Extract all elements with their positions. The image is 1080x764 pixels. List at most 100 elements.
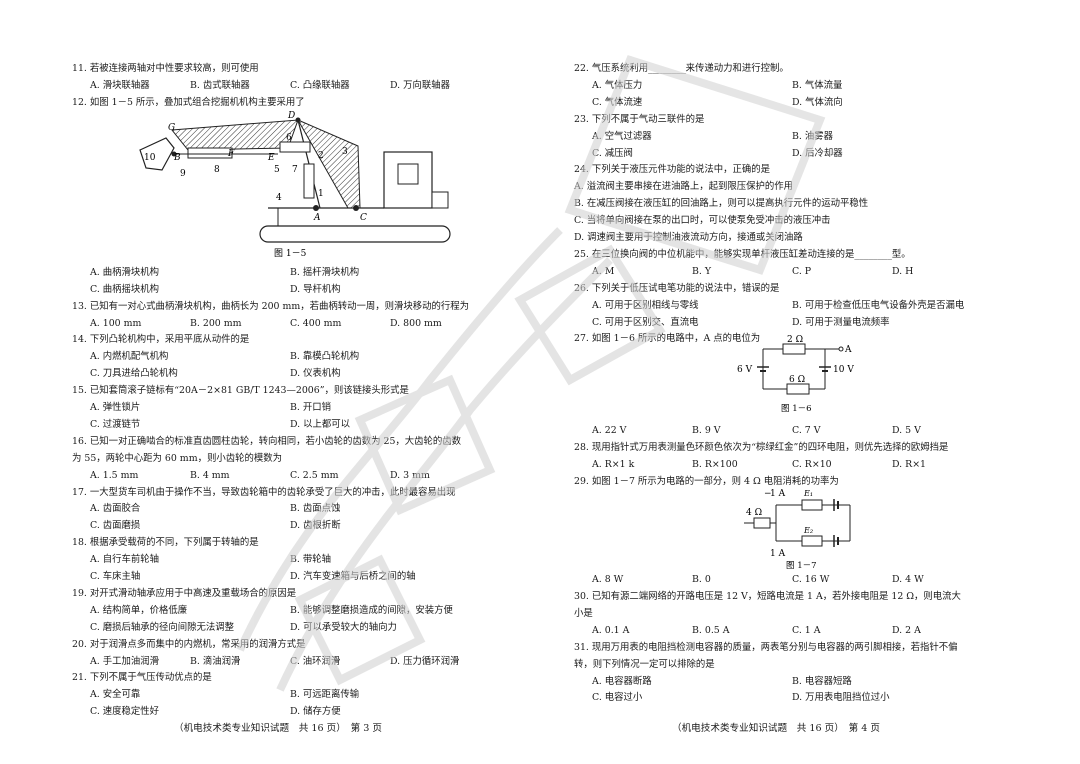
right-option-5-0: C. 减压阀 — [592, 147, 633, 159]
svg-text:8: 8 — [214, 165, 220, 175]
left-option-3-1: B. 摇杆滑块机构 — [290, 266, 360, 278]
right-option-15-0: C. 可用于区别交、直流电 — [592, 316, 699, 328]
right-option-1-1: B. 气体流量 — [792, 79, 843, 91]
left-option-18-0: C. 齿面磨损 — [90, 520, 141, 532]
svg-text:1 A: 1 A — [770, 489, 786, 499]
right-line-18: 28. 现用指针式万用表测量色环颜色依次为“棕绿红金”的四环电阻，则优先选择的欧… — [574, 442, 949, 454]
svg-text:9: 9 — [180, 169, 186, 179]
left-line-16: 17. 一大型货车司机由于操作不当，导致齿轮箱中的齿轮承受了巨大的冲击，此时最容… — [72, 486, 456, 498]
left-option-28-1: B. 可远距离传输 — [290, 689, 360, 701]
right-option-2-0: C. 气体流速 — [592, 96, 643, 108]
svg-text:A: A — [844, 345, 852, 355]
right-option-21-1: B. 0 — [692, 574, 711, 586]
svg-text:6: 6 — [286, 133, 292, 143]
svg-text:5: 5 — [274, 165, 280, 175]
right-option-21-3: D. 4 W — [892, 574, 924, 586]
right-option-19-0: A. R×1 k — [592, 459, 635, 471]
right-option-28-1: D. 万用表电阻挡位过小 — [792, 692, 890, 704]
right-line-11: 25. 在三位换向阀的中位机能中，能够实现单杆液压缸差动连接的是________… — [574, 248, 911, 260]
left-option-6-1: B. 200 mm — [190, 317, 242, 329]
left-line-7: 14. 下列凸轮机构中，采用平底从动件的是 — [72, 334, 250, 346]
figure-1-7-circuit: − 1 A 1 A 4 Ω E₁ E₂ 图 1－7 — [740, 485, 870, 571]
left-option-8-1: B. 靠模凸轮机构 — [290, 351, 360, 363]
left-option-3-0: A. 曲柄滑块机构 — [90, 266, 159, 278]
figure-1-6-circuit: 2 Ω 6 Ω 6 V 10 V A 图 1－6 — [735, 333, 865, 414]
svg-text:6 Ω: 6 Ω — [789, 375, 805, 385]
left-option-24-0: C. 磨损后轴承的径向间隙无法调整 — [90, 621, 235, 633]
left-line-2: 12. 如图 1－5 所示，叠加式组合挖掘机机构主要采用了 — [72, 96, 305, 108]
svg-text:G: G — [168, 123, 175, 133]
right-option-14-0: A. 可用于区别相线与零线 — [592, 299, 699, 311]
left-option-4-0: C. 曲柄摇块机构 — [90, 283, 160, 295]
left-option-6-2: C. 400 mm — [290, 317, 342, 329]
right-option-24-0: A. 0.1 A — [592, 624, 630, 636]
svg-text:2: 2 — [318, 151, 324, 161]
right-line-9: C. 当将单向阀接在泵的出口时，可以使泵免受冲击的液压冲击 — [574, 215, 831, 227]
left-option-15-3: D. 3 mm — [390, 469, 430, 481]
right-option-12-3: D. H — [892, 265, 914, 277]
svg-text:C: C — [360, 213, 367, 223]
right-option-19-2: C. R×10 — [792, 459, 832, 471]
svg-text:−: − — [764, 489, 772, 499]
right-option-24-2: C. 1 A — [792, 624, 821, 636]
figure-1-5-excavator: G D 10 B F E 6 2 9 8 5 7 3 4 1 A C 图 1－5 — [128, 108, 458, 260]
left-option-20-1: B. 带轮轴 — [290, 554, 331, 566]
left-line-27: 21. 下列不属于气压传动优点的是 — [72, 672, 212, 684]
right-option-19-1: B. R×100 — [692, 459, 738, 471]
svg-text:1 A: 1 A — [770, 549, 786, 559]
svg-text:10: 10 — [144, 153, 156, 163]
left-option-24-1: D. 可以承受较大的轴向力 — [290, 621, 397, 633]
right-option-17-2: C. 7 V — [792, 425, 821, 437]
left-option-11-0: A. 弹性锁片 — [90, 402, 141, 413]
left-option-9-1: D. 仪表机构 — [290, 368, 341, 380]
right-line-25: 31. 现用万用表的电阻挡检测电容器的质量，两表笔分别与电容器的两引脚相接，若指… — [574, 641, 958, 653]
left-option-29-0: C. 速度稳定性好 — [90, 706, 160, 718]
left-option-12-0: C. 过渡链节 — [90, 418, 141, 430]
left-option-8-0: A. 内燃机配气机构 — [90, 351, 169, 363]
left-option-15-2: C. 2.5 mm — [290, 469, 339, 481]
left-option-11-1: B. 开口销 — [290, 402, 331, 413]
left-option-6-3: D. 800 mm — [390, 317, 442, 329]
svg-text:E₂: E₂ — [803, 526, 813, 535]
left-option-15-0: A. 1.5 mm — [90, 469, 139, 481]
left-option-18-1: D. 齿根折断 — [290, 520, 341, 532]
left-line-25: 20. 对于润滑点多而集中的内燃机，常采用的润滑方式是 — [72, 638, 306, 650]
svg-text:图 1－7: 图 1－7 — [786, 561, 817, 570]
left-option-23-1: B. 能够调整磨损造成的间隙，安装方便 — [290, 604, 453, 616]
left-option-28-0: A. 安全可靠 — [90, 689, 141, 701]
right-line-8: B. 在减压阀接在液压缸的回油路上，则可以提高执行元件的运动平稳性 — [574, 198, 869, 210]
right-option-27-1: B. 电容器短路 — [792, 675, 852, 687]
svg-text:B: B — [173, 153, 181, 163]
right-option-17-3: D. 5 V — [892, 425, 921, 437]
left-line-5: 13. 已知有一对心式曲柄滑块机构，曲柄长为 200 mm，若曲柄转动一周，则滑… — [72, 300, 470, 312]
left-option-26-0: A. 手工加油润滑 — [90, 655, 159, 667]
right-option-1-0: A. 气体压力 — [592, 79, 643, 91]
svg-text:E₁: E₁ — [803, 489, 813, 498]
right-footer: （机电技术类专业知识试题 共 16 页） 第 4 页 — [672, 723, 880, 734]
svg-text:4: 4 — [276, 193, 282, 203]
right-option-19-3: D. R×1 — [892, 459, 927, 471]
left-footer: （机电技术类专业知识试题 共 16 页） 第 3 页 — [174, 723, 382, 734]
right-line-20: 29. 如图 1－7 所示为电路的一部分，则 4 Ω 电阻消耗的功率为 — [574, 476, 839, 488]
left-option-12-1: D. 以上都可以 — [290, 418, 351, 430]
svg-text:图 1－6: 图 1－6 — [781, 404, 812, 413]
right-option-17-1: B. 9 V — [692, 425, 721, 437]
right-option-21-0: A. 8 W — [592, 574, 624, 586]
svg-text:6 V: 6 V — [737, 365, 753, 375]
left-option-17-0: A. 齿面胶合 — [90, 503, 141, 515]
right-line-7: A. 溢流阀主要串接在进油路上，起到限压保护的作用 — [574, 181, 793, 193]
right-option-17-0: A. 22 V — [592, 425, 627, 437]
left-option-9-0: C. 刀具进给凸轮机构 — [90, 368, 178, 380]
svg-text:3: 3 — [342, 147, 348, 157]
right-option-12-0: A. M — [592, 265, 615, 277]
left-option-26-2: C. 油环润滑 — [290, 655, 341, 667]
right-option-12-2: C. P — [792, 265, 812, 277]
left-option-20-0: A. 自行车前轮轴 — [90, 554, 159, 566]
svg-text:7: 7 — [292, 165, 298, 175]
left-option-21-1: D. 汽车变速箱与后桥之间的轴 — [290, 571, 416, 582]
right-line-16: 27. 如图 1－6 所示的电路中，A 点的电位为 — [574, 333, 761, 345]
left-option-4-1: D. 导杆机构 — [290, 283, 341, 295]
left-line-13: 16. 已知一对正确啮合的标准直齿圆柱齿轮，转向相同，若小齿轮的齿数为 25，大… — [72, 435, 462, 447]
left-option-1-1: B. 齿式联轴器 — [190, 79, 250, 91]
figure-1-5-caption: 图 1－5 — [274, 248, 307, 259]
